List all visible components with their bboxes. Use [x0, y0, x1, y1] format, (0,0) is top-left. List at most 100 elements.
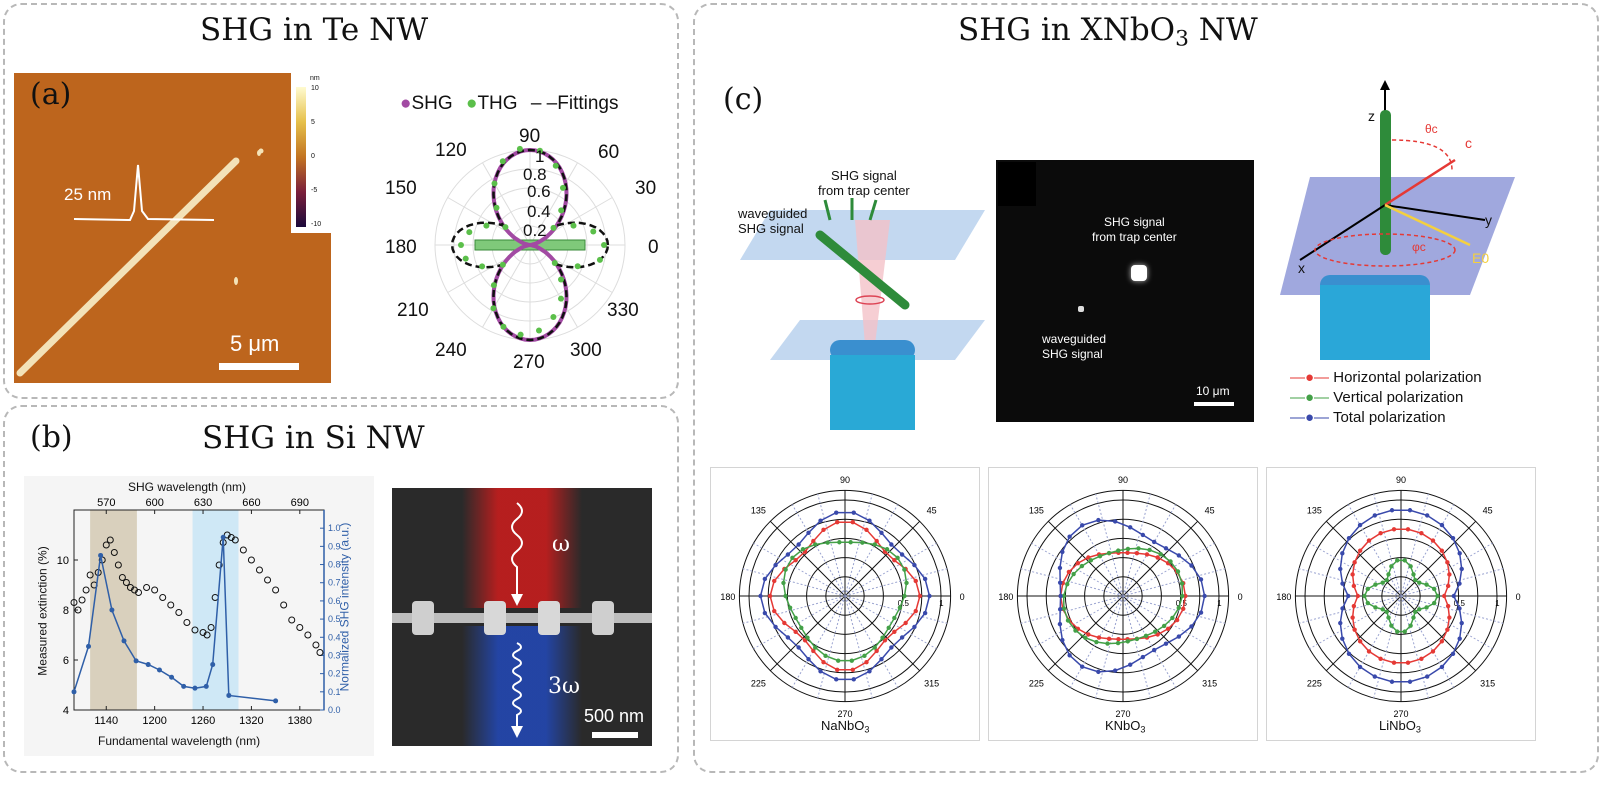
polar-series-point: [1442, 593, 1447, 599]
extinction-point: [312, 641, 320, 649]
shg-intensity-point: [273, 698, 279, 704]
polar-a-angle-0: 0: [648, 237, 659, 258]
polar-series-point: [1057, 565, 1063, 571]
polar-series-point: [872, 542, 877, 547]
polar-series-point: [1447, 615, 1452, 620]
dark-scale-bar: [1194, 402, 1234, 406]
polar-series-point: [1152, 629, 1158, 634]
polar-series-point: [1351, 603, 1357, 609]
legend-item-vertical: —●— Vertical polarization: [1290, 389, 1464, 406]
polar-series-point: [892, 557, 897, 563]
polar-a-angle-90: 90: [519, 126, 541, 147]
polar-series-point: [793, 615, 798, 621]
polar-series-point: [1158, 551, 1163, 557]
polar-series-point: [1407, 508, 1413, 513]
polar-series-point: [1183, 593, 1188, 599]
polar-series-point: [1061, 606, 1067, 611]
polar-series-point: [917, 593, 923, 599]
polar-series-point: [874, 648, 879, 654]
polar-series-point: [1106, 636, 1112, 642]
dark-scale-label: 10 μm: [1196, 384, 1230, 398]
extinction-point: [74, 606, 82, 614]
polar-series-point: [1447, 572, 1452, 577]
polar-series-point: [1431, 600, 1437, 606]
polarization-legend: —●— Horizontal polarization —●— Vertical…: [1290, 368, 1482, 428]
polar-series-point: [1445, 627, 1450, 632]
polar-series-point: [1338, 620, 1343, 626]
polar-series-point: [1373, 605, 1378, 610]
polar-series-point: [1058, 593, 1063, 599]
polar-series-point: [886, 625, 891, 630]
thg-point: [574, 263, 581, 270]
polar-angle-label: 90: [1396, 475, 1406, 485]
extinction-point: [106, 536, 114, 544]
y2-tick-label: 0.3: [328, 650, 341, 660]
polar-radial-label: 0.5: [1176, 599, 1188, 608]
polar-a-angle-240: 240: [435, 340, 467, 361]
thg-point: [558, 276, 565, 283]
polar-series-point: [1340, 581, 1345, 586]
polar-a-radial-04: 0.4: [527, 202, 551, 221]
polar-spoke: [1095, 595, 1124, 699]
polar-series-point: [1163, 546, 1169, 551]
polar-series-point: [805, 635, 810, 640]
polar-series-point: [1350, 572, 1355, 577]
polar-series-point: [811, 538, 816, 544]
polar-series-point: [1125, 639, 1130, 644]
polar-series-point: [1075, 561, 1081, 566]
afm-scale-bar: [219, 363, 299, 370]
extinction-point: [110, 549, 118, 556]
polar-series-point: [1088, 558, 1094, 563]
polar-a-angle-150: 150: [385, 178, 417, 199]
polar-spoke: [1400, 520, 1477, 597]
polar-series-point: [872, 645, 877, 650]
colorbar-tick: -5: [311, 187, 318, 194]
polar-series-point: [850, 667, 855, 673]
y2-tick-label: 0.1: [328, 687, 341, 697]
thg-point: [558, 207, 565, 214]
polar-series-point: [1373, 582, 1378, 587]
three-omega-label: 3ω: [548, 674, 580, 699]
extinction-point: [167, 601, 175, 609]
extinction-point: [78, 596, 86, 604]
polar-series-point: [762, 610, 768, 616]
x2-tick-label: 600: [145, 497, 163, 509]
x2-tick-label: 690: [291, 497, 309, 509]
phi-label: φc: [1412, 240, 1426, 254]
polar-series-point: [1365, 600, 1371, 606]
polar-series-point: [1411, 572, 1416, 577]
polar-series-point: [1067, 653, 1072, 658]
polar-series-point: [1176, 634, 1182, 639]
legend-item-total: —●— Total polarization: [1290, 409, 1446, 426]
extinction-point: [280, 601, 288, 609]
three-omega-wave: [512, 642, 522, 728]
polar-series-point: [1112, 519, 1118, 524]
polar-series-point: [1346, 651, 1352, 656]
polar-series-point: [1352, 627, 1357, 632]
polar-series-point: [1439, 639, 1445, 644]
polar-series-point: [806, 656, 811, 662]
polar-series-point: [1384, 609, 1389, 615]
thg-point: [536, 147, 543, 154]
polar-a-angle-120: 120: [435, 140, 467, 161]
polar-series-point: [1430, 649, 1436, 654]
polar-spoke: [753, 542, 846, 597]
polar-spoke: [1373, 493, 1402, 597]
shg-intensity-point: [210, 662, 216, 668]
polar-series-point: [1372, 513, 1378, 518]
polar-spoke: [791, 504, 846, 597]
shg-intensity-point: [86, 643, 92, 649]
polar-a-radial-08: 0.8: [523, 165, 547, 184]
polar-series-point: [1389, 508, 1395, 513]
polar-series-point: [1365, 586, 1371, 592]
polar-series-point: [862, 653, 867, 659]
thg-point: [466, 229, 473, 236]
axis-y: y: [1485, 212, 1492, 228]
polar-series-point: [1176, 553, 1182, 558]
polar-series-point: [821, 659, 826, 665]
polar-series-point: [1362, 593, 1367, 599]
polar-series-point: [895, 555, 900, 560]
extinction-point: [159, 594, 167, 601]
